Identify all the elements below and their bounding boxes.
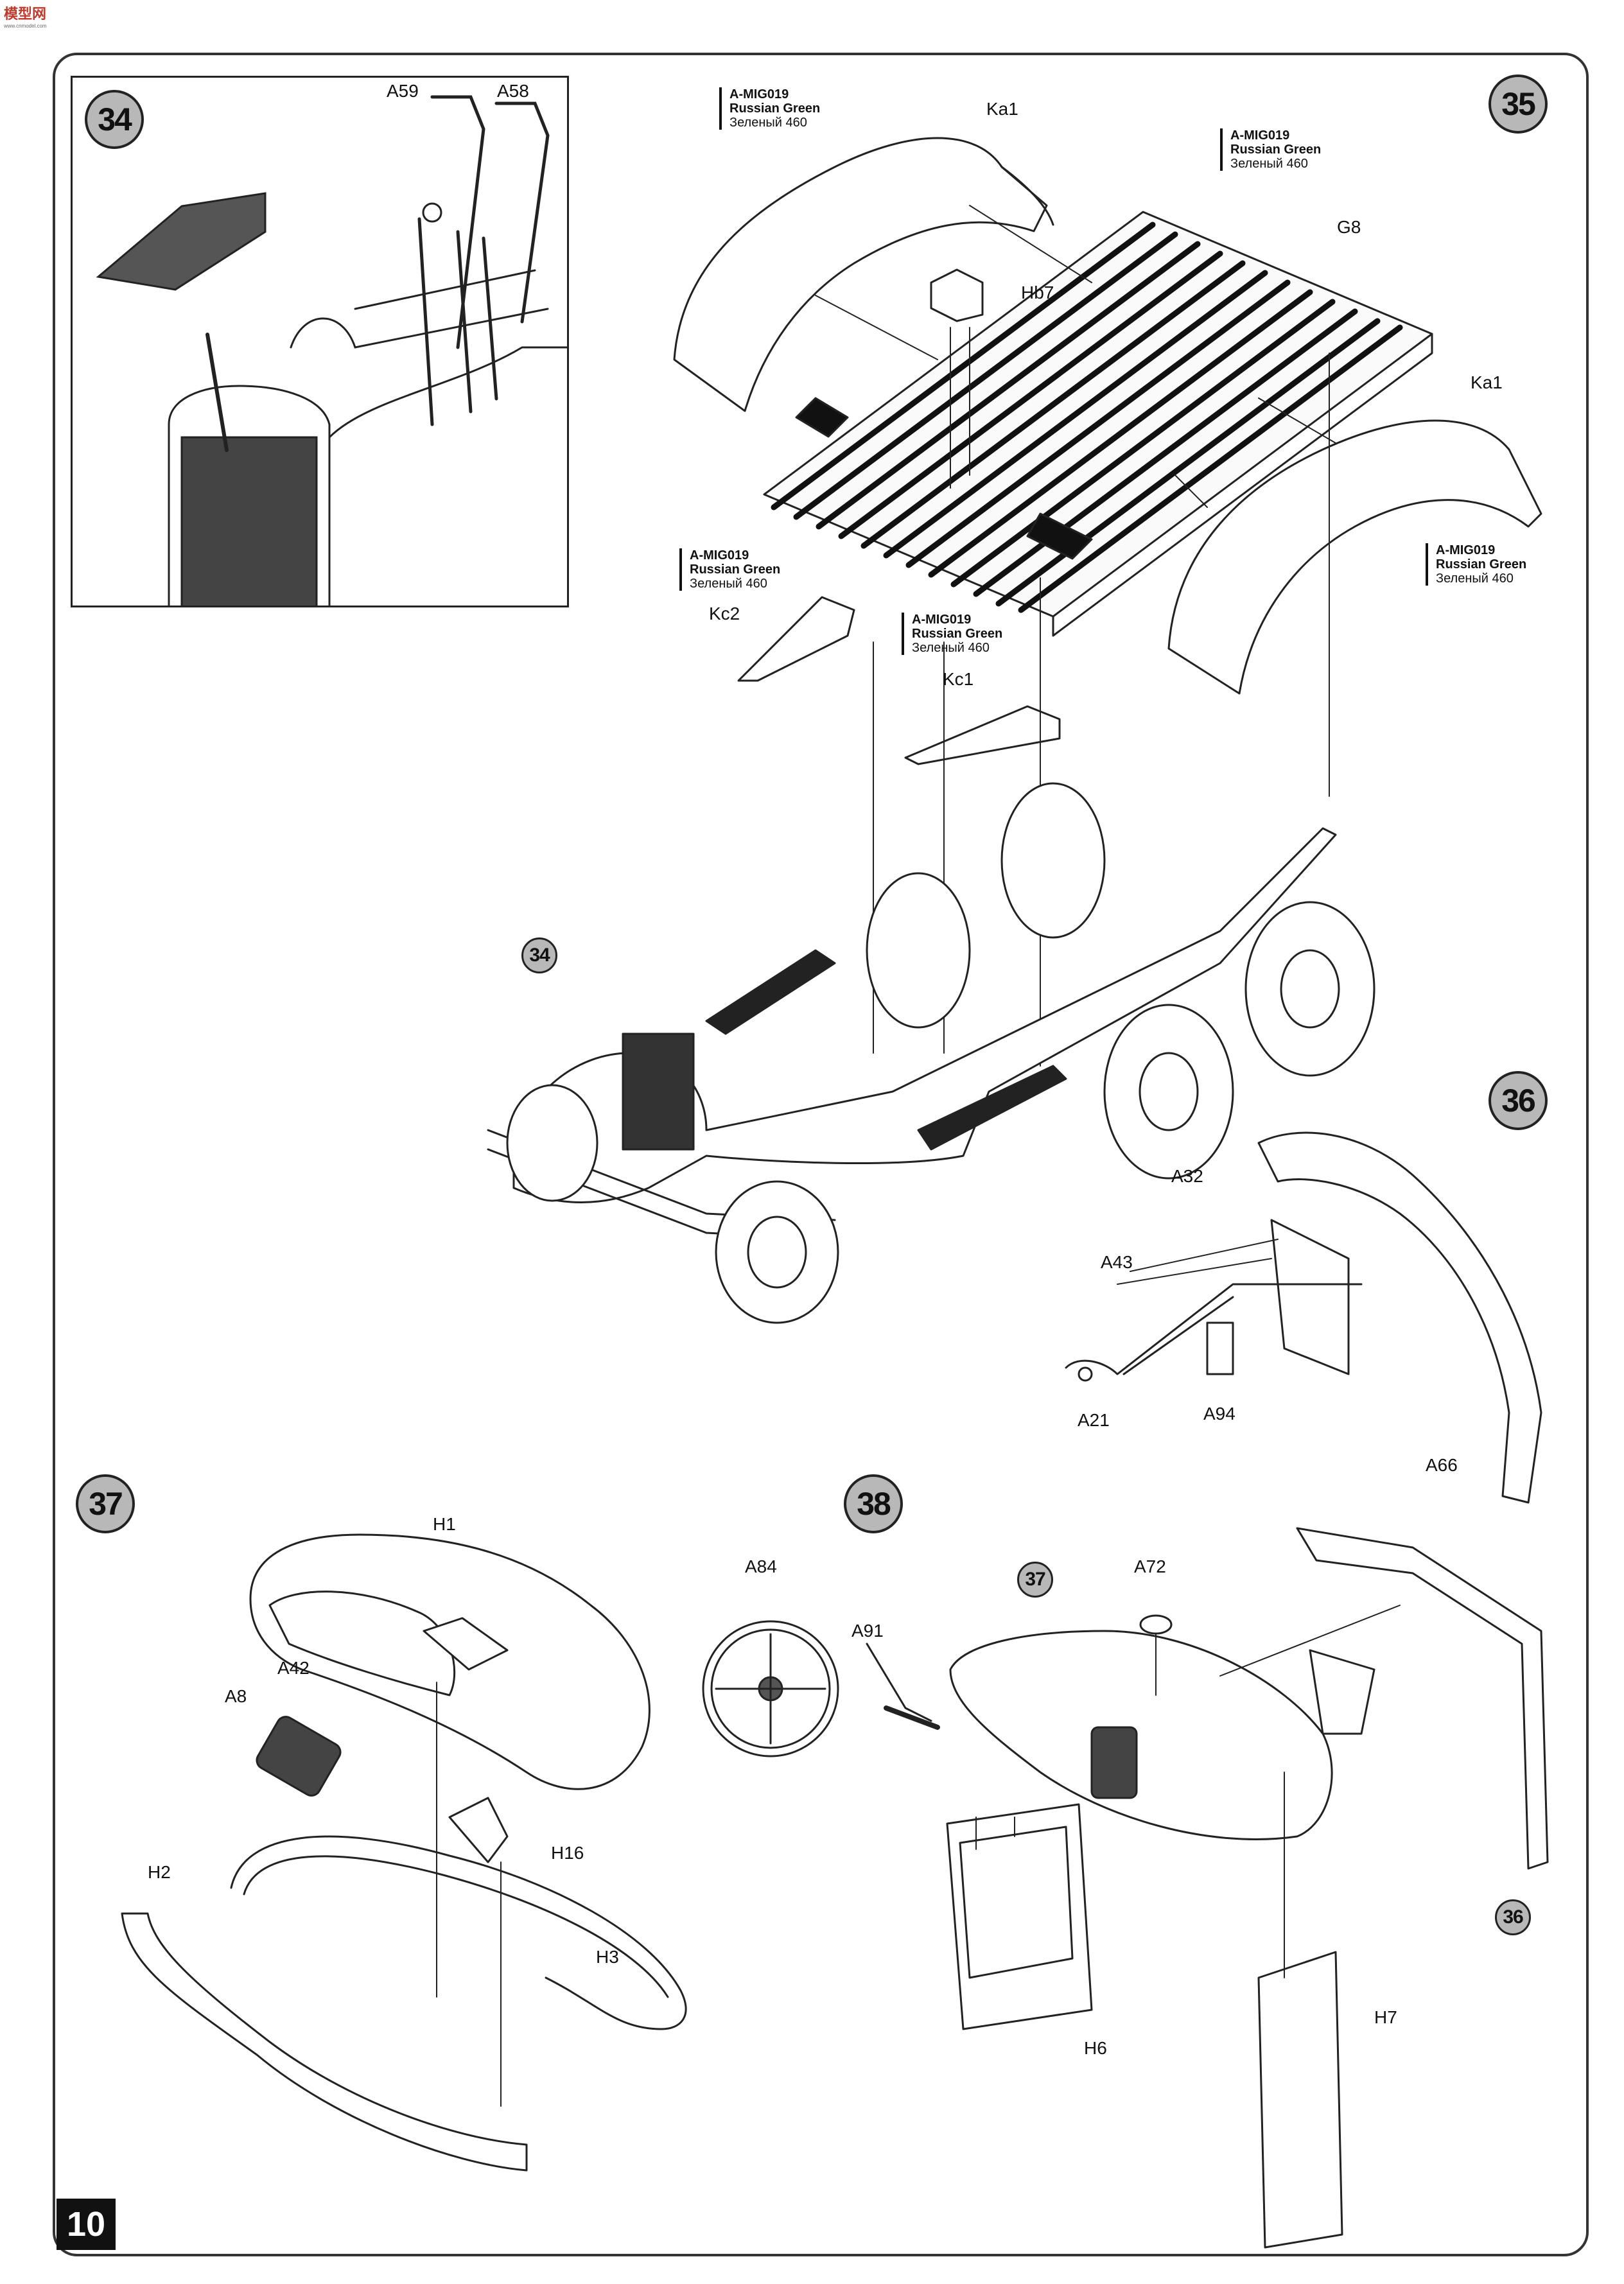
part-label-a66: A66 [1426,1455,1458,1475]
part-label-h1: H1 [433,1514,456,1534]
paint-code: A-MIG019 [1230,128,1290,143]
ref-step-36-badge: 36 [1495,1899,1531,1935]
paint-name-ru: Зеленый 460 [690,577,767,591]
part-label-kc2: Kc2 [709,604,740,623]
site-logo-url: www.cnmodel.com [4,23,47,29]
paint-name: Russian Green [729,101,821,116]
part-label-kc1: Kc1 [943,669,974,689]
step-35-badge: 35 [1489,74,1548,134]
part-label-a59: A59 [387,81,419,101]
ref-step-37-badge: 37 [1017,1562,1053,1598]
part-label-a94: A94 [1203,1404,1235,1424]
h16-drawing [448,1797,509,1863]
paint-name: Russian Green [690,562,781,577]
part-label-a8: A8 [225,1686,247,1706]
h2-frame-drawing [121,1912,528,2172]
paint-callout-kc2: A-MIG019 Russian Green Зеленый 460 [679,548,780,591]
paint-callout-kc1: A-MIG019 Russian Green Зеленый 460 [902,613,1002,655]
part-label-a58: A58 [497,81,529,101]
paint-callout-g8: A-MIG019 Russian Green Зеленый 460 [1220,128,1321,171]
cowl-drawing [249,1533,650,2107]
cargo-bed-drawing [763,211,1433,637]
paint-code: A-MIG019 [912,613,972,627]
step-34-detail-inset [71,76,569,607]
a91-column-drawing [866,1643,940,1730]
part-label-g8: G8 [1337,217,1361,237]
step-38-badge: 38 [844,1474,903,1533]
h3-frame-drawing [230,1835,687,2030]
part-label-a42: A42 [277,1658,310,1678]
paint-code: A-MIG019 [690,548,749,562]
paint-name-ru: Зеленый 460 [1436,571,1514,586]
paint-name-ru: Зеленый 460 [729,116,807,130]
part-label-h16: H16 [551,1843,584,1863]
hb7-drawing [930,268,984,322]
site-logo-text: 模型网 [4,6,47,22]
page-number: 10 [57,2199,116,2250]
part-label-h3: H3 [596,1947,619,1967]
fender-right-drawing [1167,419,1542,695]
paint-name: Russian Green [1436,557,1527,571]
site-logo: 模型网 www.cnmodel.com [4,3,47,29]
step-34-badge: 34 [85,90,144,149]
dashboard-drawing [949,1614,1333,1840]
part-label-a84: A84 [745,1556,777,1576]
engine-bay-detail-drawing [96,95,567,606]
part-label-h2: H2 [148,1862,171,1882]
steering-wheel-drawing [702,1620,839,1757]
h7-door-drawing [1257,1951,1343,2249]
kc1-drawing [904,705,1061,765]
part-label-h6: H6 [1084,2038,1107,2058]
step-37-badge: 37 [76,1474,135,1533]
paint-callout-top: A-MIG019 Russian Green Зеленый 460 [719,87,820,130]
paint-callout-ka1-right: A-MIG019 Russian Green Зеленый 460 [1426,543,1526,586]
ref-step-34-badge: 34 [521,937,557,973]
part-label-a72: A72 [1134,1556,1166,1576]
h6-door-drawing [946,1803,1093,2030]
page-frame [53,53,1589,2256]
part-label-a21: A21 [1078,1410,1110,1430]
part-label-hb7: Hb7 [1021,283,1054,302]
paint-code: A-MIG019 [729,87,789,101]
step-36-badge: 36 [1489,1071,1548,1130]
paint-code: A-MIG019 [1436,543,1496,557]
cab-back-frame-drawing [975,1527,1549,1978]
part-label-h7: H7 [1374,2007,1397,2027]
kc2-drawing [737,596,855,682]
part-label-a91: A91 [851,1621,884,1641]
paint-name-ru: Зеленый 460 [1230,157,1308,171]
truck-chassis-drawing [487,782,1375,1324]
cab-rear-panel-drawing [1065,1131,1542,1504]
paint-name: Russian Green [1230,143,1322,157]
paint-name: Russian Green [912,627,1003,641]
part-label-a32: A32 [1171,1166,1203,1186]
part-label-ka1-top: Ka1 [986,99,1018,119]
part-label-a43: A43 [1101,1252,1133,1272]
paint-name-ru: Зеленый 460 [912,641,990,655]
part-label-ka1-right: Ka1 [1471,372,1503,392]
fender-left-drawing [673,137,1054,412]
